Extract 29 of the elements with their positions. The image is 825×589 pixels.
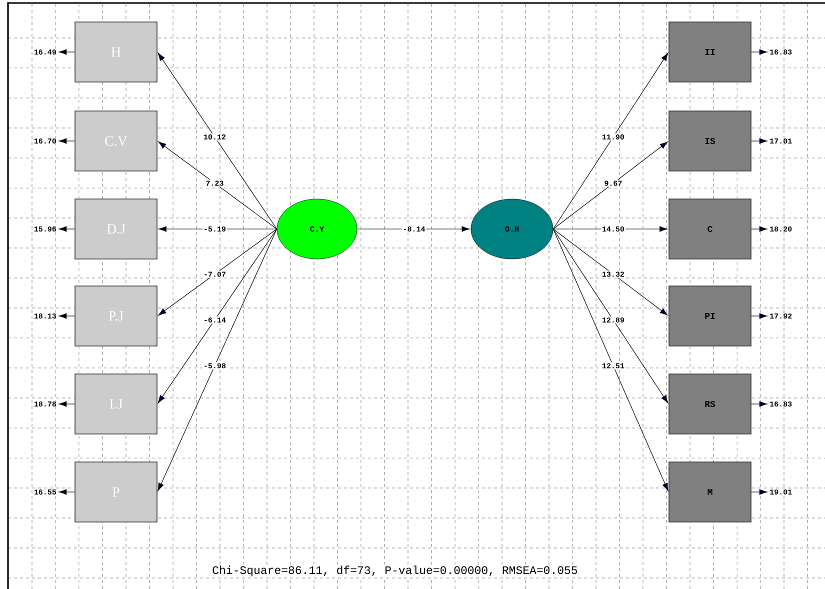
- fit-statistics: Chi-Square=86.11, df=73, P-value=0.00000, RMSEA=0.055: [211, 564, 579, 578]
- arrow: [552, 52, 668, 230]
- error-arrow: [58, 313, 75, 319]
- arrow: [552, 228, 668, 492]
- indicator-box: PI: [668, 286, 752, 346]
- indicator-box: M: [668, 462, 752, 522]
- error-arrow: [751, 49, 768, 55]
- indicator-box: C: [668, 198, 752, 260]
- error-arrow: [58, 401, 75, 407]
- arrow: [158, 52, 278, 230]
- arrow: [552, 228, 668, 316]
- arrow: [158, 228, 278, 492]
- error-arrow: [58, 49, 75, 55]
- error-arrow: [58, 489, 75, 495]
- indicator-box: IS: [668, 110, 752, 172]
- error-arrow: [751, 226, 768, 232]
- indicator-box: II: [668, 22, 752, 82]
- arrow: [158, 142, 278, 230]
- error-arrow: [58, 138, 75, 144]
- error-arrow: [751, 489, 768, 495]
- arrow: [552, 142, 668, 230]
- error-arrow: [751, 138, 768, 144]
- arrow: [158, 228, 278, 316]
- arrow: [158, 228, 278, 404]
- error-arrow: [751, 401, 768, 407]
- indicator-box: RS: [668, 374, 752, 434]
- arrow: [552, 228, 668, 404]
- error-arrow: [58, 226, 75, 232]
- error-arrow: [751, 313, 768, 319]
